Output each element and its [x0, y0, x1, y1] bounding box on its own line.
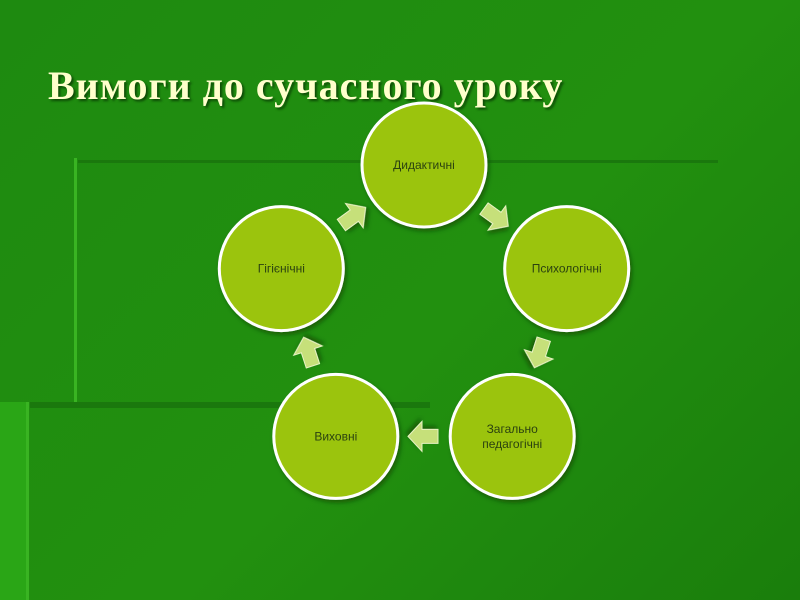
cycle-arrow: [407, 420, 439, 453]
slide-title: Вимоги до сучасного уроку: [48, 63, 564, 108]
cycle-arrows: [292, 202, 555, 453]
cycle-node-label: Загально: [487, 422, 539, 436]
cycle-arrow: [479, 202, 509, 231]
cycle-node-circle: [448, 372, 576, 500]
cycle-node-label: педагогічні: [482, 437, 542, 451]
cycle-node-psychological: Психологічні: [503, 205, 631, 333]
decor-band: [0, 402, 26, 600]
cycle-node-didactic: Дидактичні: [360, 101, 488, 229]
cycle-node-label: Гігієнічні: [258, 262, 305, 276]
cycle-arrow: [292, 336, 324, 369]
cycle-node-circle: [360, 101, 488, 229]
cycle-arrow: [523, 336, 555, 369]
cycle-node-label: Психологічні: [532, 262, 602, 276]
cycle-node-educational: Виховні: [272, 372, 400, 500]
decor-line: [74, 158, 77, 408]
cycle-node-circle: [217, 205, 345, 333]
cycle-node-label: Виховні: [314, 429, 357, 443]
cycle-nodes: ДидактичніПсихологічніЗагальнопедагогічн…: [217, 101, 631, 500]
cycle-node-circle: [503, 205, 631, 333]
cycle-node-label: Дидактичні: [393, 158, 455, 172]
decor-band: [30, 402, 430, 408]
decor-line: [26, 402, 29, 600]
cycle-arrow: [336, 202, 367, 232]
cycle-node-circle: [272, 372, 400, 500]
cycle-node-hygienic: Гігієнічні: [217, 205, 345, 333]
